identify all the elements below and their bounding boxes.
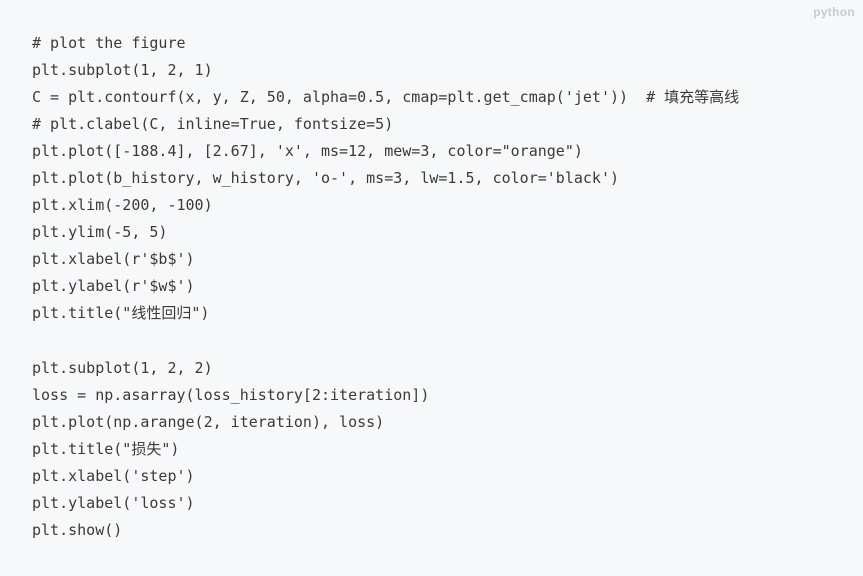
code-line: plt.xlim(-200, -100) (32, 196, 213, 215)
code-line: loss = np.asarray(loss_history[2:iterati… (32, 385, 430, 404)
language-label: python (813, 5, 855, 19)
code-line: # plot the figure (32, 34, 186, 52)
code-line: plt.ylim(-5, 5) (32, 223, 168, 242)
code-line: plt.show() (32, 520, 123, 539)
code-line: # plt.clabel(C, inline=True, fontsize=5) (32, 115, 394, 134)
code-line: plt.plot(np.arange(2, iteration), loss) (32, 412, 385, 431)
code-line: plt.title("损失") (32, 439, 180, 458)
code-line: plt.subplot(1, 2, 1) (32, 61, 213, 80)
code-line: plt.ylabel(r'$w$') (32, 277, 195, 296)
code-line: plt.xlabel(r'$b$') (32, 250, 195, 269)
code-line: plt.plot([-188.4], [2.67], 'x', ms=12, m… (32, 142, 583, 161)
code-line: plt.title("线性回归") (32, 304, 210, 323)
code-line: plt.plot(b_history, w_history, 'o-', ms=… (32, 169, 619, 188)
code-line: C = plt.contourf(x, y, Z, 50, alpha=0.5,… (32, 88, 740, 107)
code-lines: # plot the figure plt.subplot(1, 2, 1) C… (32, 30, 739, 544)
code-line (32, 328, 739, 355)
code-line: plt.ylabel('loss') (32, 493, 195, 512)
code-line: plt.subplot(1, 2, 2) (32, 358, 213, 377)
code-line: plt.xlabel('step') (32, 466, 195, 485)
